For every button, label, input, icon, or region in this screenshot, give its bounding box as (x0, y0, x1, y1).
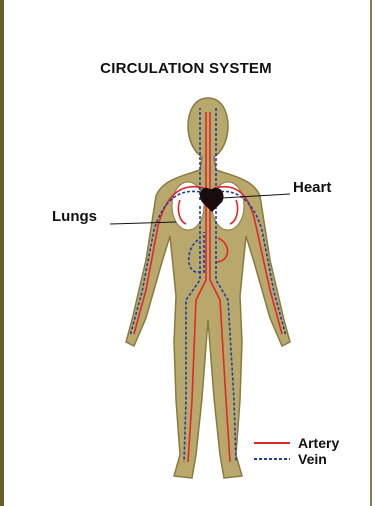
body-silhouette (126, 98, 290, 478)
heart-label: Heart (293, 179, 331, 196)
legend-artery-label: Artery (298, 435, 339, 451)
lungs-label: Lungs (52, 208, 97, 225)
legend-vein-label: Vein (298, 451, 327, 467)
